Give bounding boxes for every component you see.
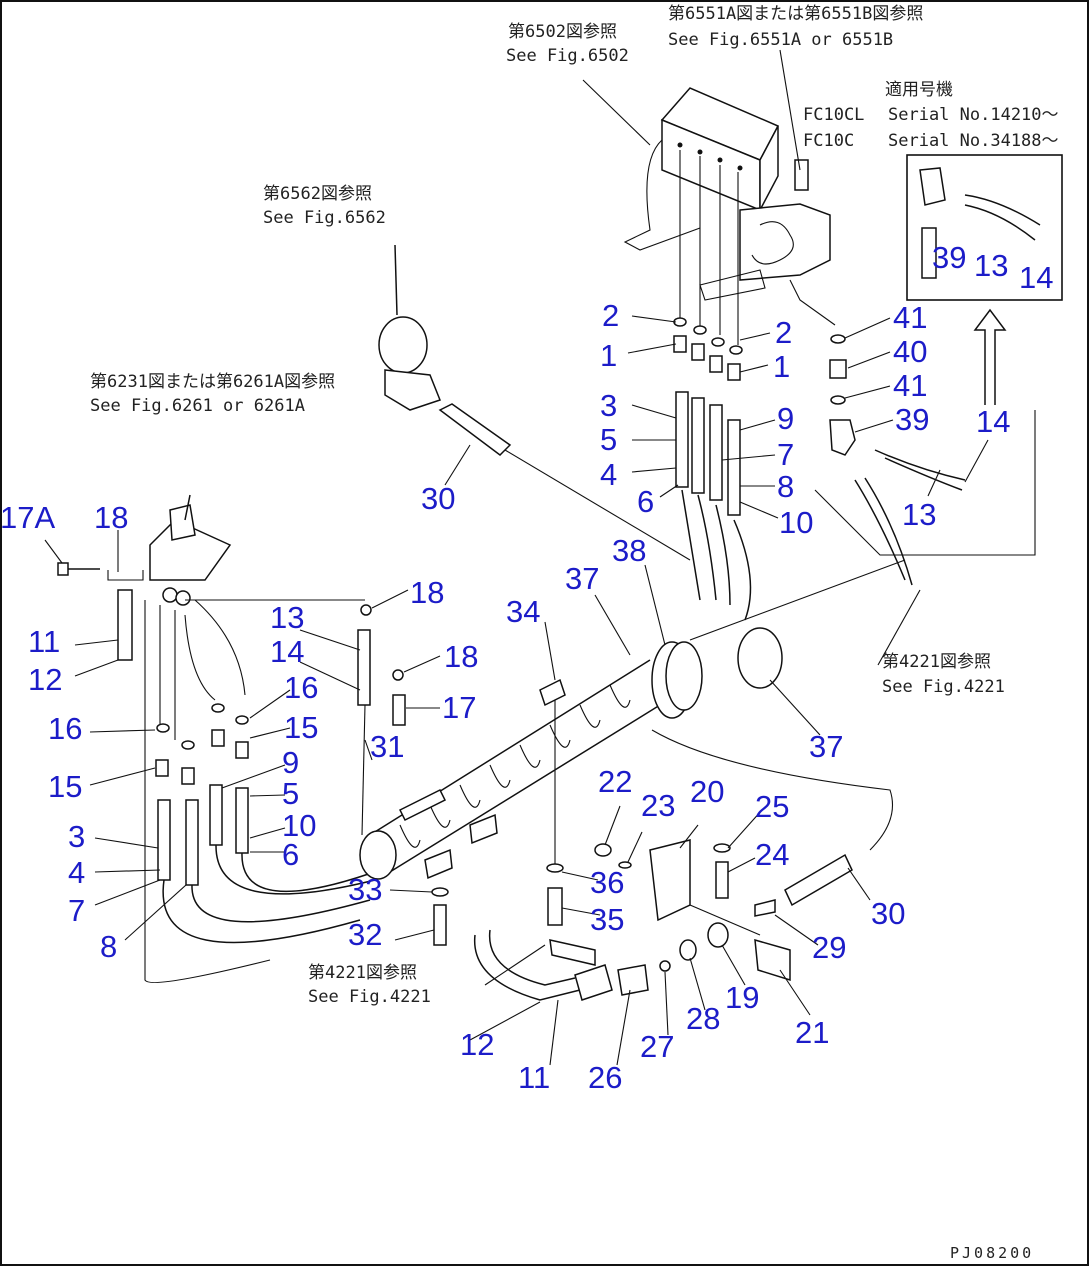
part-num: 4 [68,855,85,890]
part-num: 14 [270,634,304,669]
part-num: 27 [640,1029,674,1064]
control-valve-block [623,87,780,251]
part-num: 18 [410,575,444,610]
part-num: 6 [637,484,654,519]
joystick-lever [378,244,441,411]
ref-serial-fc10c: Serial No.34188〜 [888,131,1059,151]
part-num: 5 [282,776,299,811]
ref-fig6261-en: See Fig.6261 or 6261A [90,396,305,416]
part-num: 12 [28,662,62,697]
part-num: 11 [518,1060,550,1095]
drawing-code: PJ08200 [950,1244,1034,1262]
part-num: 29 [812,930,846,965]
boom-tube [359,559,906,880]
part-num: 9 [282,745,299,780]
part-num: 35 [590,902,624,937]
ref-fig6261-jp: 第6231図または第6261A図参照 [90,372,335,392]
part-num: 23 [641,788,675,823]
part-num: 30 [421,481,455,516]
ref-model-fc10c: FC10C [803,131,854,151]
part-num: 24 [755,837,789,872]
part-num: 13 [974,248,1008,283]
part-num: 16 [48,711,82,746]
part-num: 7 [68,893,85,928]
ref-fig4221-right-jp: 第4221図参照 [882,652,991,672]
part-num: 37 [809,729,843,764]
ref-fig6502-en: See Fig.6502 [506,46,629,66]
part-num: 18 [94,500,128,535]
part-num: 30 [871,896,905,931]
ref-fig6551-en: See Fig.6551A or 6551B [668,30,893,50]
part-num: 17 [442,690,476,725]
fittings-1-2 [673,317,743,381]
part-num: 8 [777,469,794,504]
part-callouts: 2 2 1 1 3 5 4 6 9 7 8 10 41 40 41 39 14 … [0,240,1053,1095]
part-num: 18 [444,639,478,674]
part-num: 7 [777,437,794,472]
part-num: 19 [725,980,759,1015]
ref-fig4221-right-en: See Fig.4221 [882,677,1005,697]
ref-fig4221-bottom-en: See Fig.4221 [308,987,431,1007]
ref-model-fc10cl: FC10CL [803,105,864,125]
part-num: 11 [28,624,60,659]
ref-fig6502-jp: 第6502図参照 [508,22,617,42]
part-num: 17A [0,500,55,535]
ref-fig6562-en: See Fig.6562 [263,208,386,228]
part-num: 28 [686,1001,720,1036]
part-num: 5 [600,422,617,457]
part-num: 25 [755,789,789,824]
part-num: 41 [893,300,927,335]
hose-set-left [144,600,381,984]
part-num: 38 [612,533,646,568]
ref-applicable-jp: 適用号機 [885,80,953,100]
part-num: 13 [270,600,304,635]
part-num: 15 [284,710,318,745]
part-num: 14 [1019,260,1053,295]
ref-fig6562-jp: 第6562図参照 [263,184,372,204]
part-num: 39 [895,402,929,437]
part-num: 10 [779,505,813,540]
part-num: 15 [48,769,82,804]
part-num: 4 [600,457,617,492]
fittings-39-41 [829,334,966,586]
leader-lines [44,49,989,1066]
hose-set-right [675,391,752,621]
part-num: 13 [902,497,936,532]
part-num: 8 [100,929,117,964]
part-num: 21 [795,1015,829,1050]
part-num: 3 [600,388,617,423]
part-num: 1 [600,338,617,373]
part-num: 6 [282,837,299,872]
part-num: 2 [775,315,792,350]
part-num: 16 [284,670,318,705]
part-num: 1 [773,349,790,384]
part-num: 26 [588,1060,622,1095]
part-num: 33 [348,872,382,907]
left-valve [149,494,232,606]
part-num: 2 [602,298,619,333]
ref-fig6551-jp: 第6551A図または第6551B図参照 [668,4,923,24]
part-num: 20 [690,774,724,809]
part-num: 3 [68,819,85,854]
part-num: 40 [893,334,927,369]
part-num: 12 [460,1027,494,1062]
part-num: 32 [348,917,382,952]
part-num: 39 [932,240,966,275]
inset-box [906,154,1063,301]
ref-serial-fc10cl: Serial No.14210〜 [888,105,1059,125]
part-num: 10 [282,808,316,843]
part-num: 37 [565,561,599,596]
part-num: 9 [777,401,794,436]
part-num: 14 [976,404,1010,439]
part-num: 41 [893,368,927,403]
part-num: 34 [506,594,540,629]
ref-fig4221-bottom-jp: 第4221図参照 [308,963,417,983]
part-num: 22 [598,764,632,799]
pilot-valve-block [699,159,831,301]
part-num: 31 [370,729,404,764]
part-num: 36 [590,865,624,900]
